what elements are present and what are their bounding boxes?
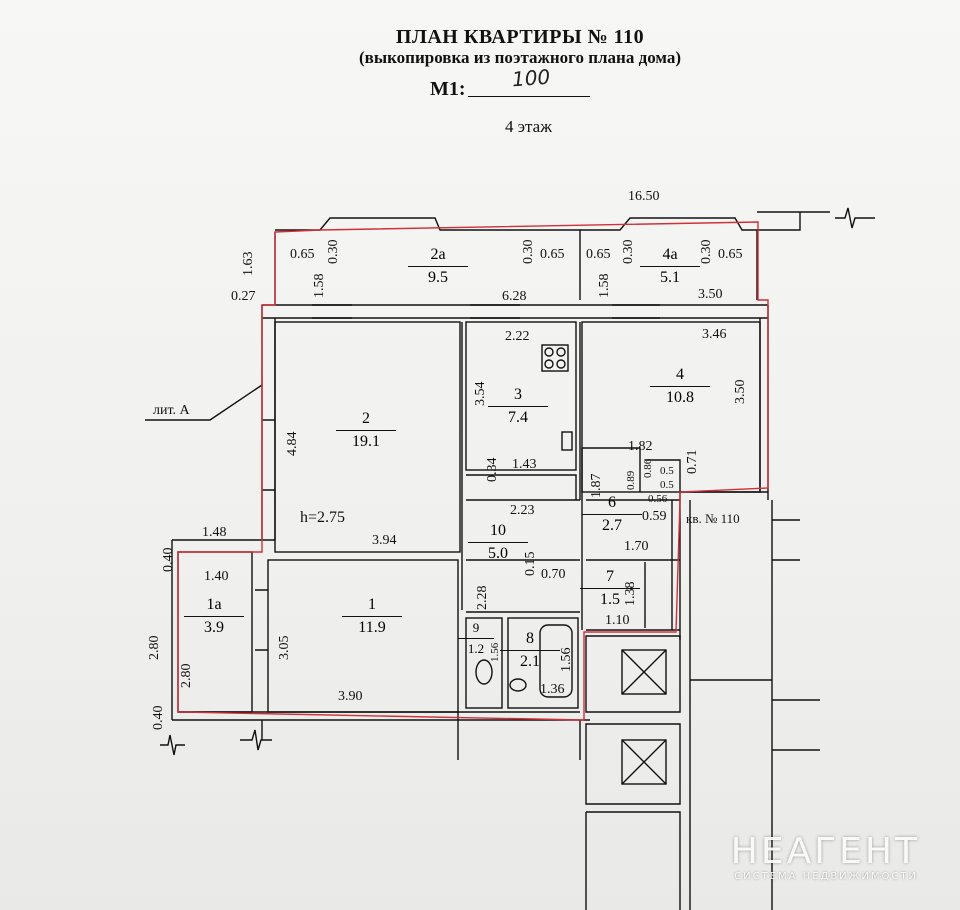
dim-6-28: 6.28	[502, 289, 527, 304]
watermark-tagline: СИСТЕМА НЕДВИЖИМОСТИ	[734, 871, 918, 882]
room-1-number: 1	[342, 596, 402, 617]
room-8-label: 8 2.1	[500, 630, 560, 671]
dim-1-56-b: 1.56	[559, 647, 574, 673]
dim-0-40-a: 0.40	[161, 547, 176, 573]
room-9-number: 9	[458, 620, 494, 639]
dim-3-05: 3.05	[277, 635, 292, 661]
watermark-logo: НЕАГЕНТ	[730, 831, 920, 872]
dim-0-65-a: 0.65	[290, 247, 315, 262]
room-3-label: 3 7.4	[488, 386, 548, 427]
dim-1-63: 1.63	[241, 251, 256, 277]
room-1a-number: 1а	[184, 596, 244, 617]
room-7-area: 1.5	[600, 591, 620, 608]
room-10-area: 5.0	[488, 545, 508, 562]
room-4a-area: 5.1	[660, 269, 680, 286]
plan-title: ПЛАН КВАРТИРЫ № 110	[395, 26, 645, 48]
dim-0-86: 0.86	[642, 458, 654, 478]
room-2-label: 2 19.1	[336, 410, 396, 451]
dim-1-70: 1.70	[624, 539, 649, 554]
dim-0-30-a: 0.30	[326, 239, 341, 265]
dim-0-30-c: 0.30	[621, 239, 636, 265]
dim-1-58-b: 1.58	[597, 273, 612, 299]
dim-0-5-b: 0.5	[660, 479, 674, 491]
dim-2-80-a: 2.80	[147, 635, 162, 661]
dim-3-94: 3.94	[372, 533, 397, 548]
dim-0-89: 0.89	[625, 470, 637, 490]
room-2a-area: 9.5	[428, 269, 448, 286]
room-4-area: 10.8	[666, 389, 694, 406]
dim-total-width: 16.50	[628, 189, 660, 204]
dim-0-71: 0.71	[685, 449, 700, 475]
scale-label: М1:	[430, 78, 466, 100]
dim-3-54: 3.54	[473, 381, 488, 407]
room-6-area: 2.7	[602, 517, 622, 534]
room-6-label: 6 2.7	[582, 494, 642, 535]
apartment-outline-red	[177, 221, 769, 721]
room-9-label: 9 1.2	[458, 620, 494, 657]
dim-4-84: 4.84	[285, 431, 300, 457]
dim-2-28: 2.28	[475, 585, 490, 611]
room-8-number: 8	[500, 630, 560, 651]
room-4-number: 4	[650, 366, 710, 387]
dim-0-65-c: 0.65	[586, 247, 611, 262]
room-2a-number: 2а	[408, 246, 468, 267]
dim-1-40: 1.40	[204, 569, 229, 584]
dim-0-5-a: 0.5	[660, 465, 674, 477]
dim-0-40-b: 0.40	[151, 705, 166, 731]
dim-1-43: 1.43	[512, 457, 537, 472]
room-2-area: 19.1	[352, 433, 380, 450]
liter-a-label: лит. А	[153, 403, 190, 418]
dim-0-65-d: 0.65	[718, 247, 743, 262]
room-1a-area: 3.9	[204, 619, 224, 636]
dim-0-59: 0.59	[642, 509, 667, 524]
dim-0-65-b: 0.65	[540, 247, 565, 262]
dim-1-36: 1.36	[540, 682, 565, 697]
ceiling-height: h=2.75	[300, 509, 346, 526]
room-1-area: 11.9	[358, 619, 386, 636]
room-10-label: 10 5.0	[468, 522, 528, 563]
dim-1-58-a: 1.58	[312, 273, 327, 299]
room-4a-number: 4а	[640, 246, 700, 267]
dim-2-23: 2.23	[510, 503, 535, 518]
dim-3-50-b: 3.50	[733, 379, 748, 405]
dim-0-30-b: 0.30	[521, 239, 536, 265]
dim-2-80-b: 2.80	[179, 663, 194, 689]
dim-1-10: 1.10	[605, 613, 630, 628]
dim-0-56: 0.56	[648, 493, 668, 505]
room-6-number: 6	[582, 494, 642, 515]
dim-3-46: 3.46	[702, 327, 727, 342]
dim-1-82: 1.82	[628, 439, 653, 454]
room-2-number: 2	[336, 410, 396, 431]
room-4-label: 4 10.8	[650, 366, 710, 407]
room-8-area: 2.1	[520, 653, 540, 670]
room-7-number: 7	[580, 568, 640, 589]
dim-0-27: 0.27	[231, 289, 256, 304]
floor-label: 4 этаж	[505, 117, 552, 136]
room-10-number: 10	[468, 522, 528, 543]
room-4a-label: 4а 5.1	[640, 246, 700, 287]
room-7-label: 7 1.5	[580, 568, 640, 609]
dim-3-50-a: 3.50	[698, 287, 723, 302]
room-1-label: 1 11.9	[342, 596, 402, 637]
room-9-area: 1.2	[467, 641, 485, 656]
room-2a-label: 2а 9.5	[408, 246, 468, 287]
dim-1-48: 1.48	[202, 525, 227, 540]
scale-underline	[468, 96, 590, 97]
dim-0-34: 0.34	[485, 457, 500, 483]
dim-2-22: 2.22	[505, 329, 530, 344]
dim-0-70: 0.70	[541, 567, 566, 582]
room-3-number: 3	[488, 386, 548, 407]
room-3-area: 7.4	[508, 409, 528, 426]
dim-3-90: 3.90	[338, 689, 363, 704]
dim-0-30-d: 0.30	[699, 239, 714, 265]
room-1a-label: 1а 3.9	[184, 596, 244, 637]
plan-subtitle: (выкопировка из поэтажного плана дома)	[358, 48, 681, 67]
apartment-number-label: кв. № 110	[686, 511, 740, 526]
